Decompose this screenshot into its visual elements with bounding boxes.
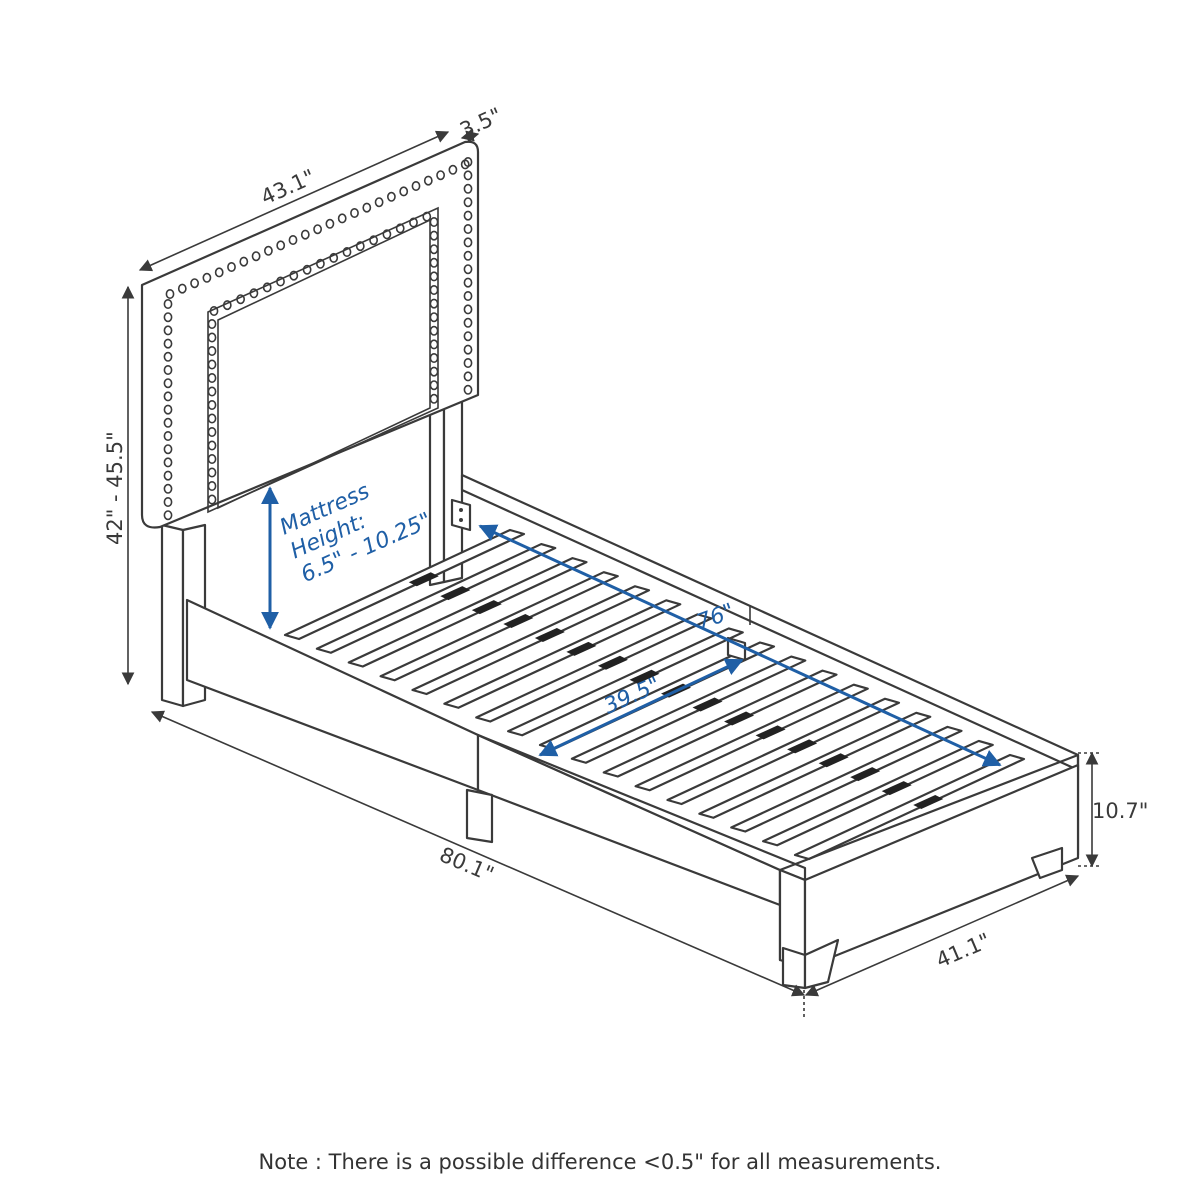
stud — [463, 197, 473, 208]
frame-height-label: 10.7" — [1092, 799, 1148, 823]
stud — [463, 264, 473, 275]
slat — [698, 711, 932, 819]
stud — [207, 345, 217, 356]
stud — [429, 325, 439, 336]
slat-gap-shadow — [440, 586, 471, 601]
stud — [429, 298, 439, 309]
stud — [236, 294, 245, 305]
headboard-depth-label: 3.5" — [456, 103, 505, 142]
stud — [207, 453, 217, 464]
stud — [207, 440, 217, 451]
stud — [463, 290, 473, 301]
stud — [177, 283, 187, 294]
slat — [730, 725, 963, 833]
blue-measurements — [261, 486, 1002, 767]
stud — [463, 170, 473, 181]
stud — [207, 426, 217, 437]
stud — [202, 272, 212, 283]
stud — [163, 404, 173, 415]
slat — [507, 627, 744, 737]
headboard-height-label: 42" - 45.5" — [103, 431, 127, 545]
stud — [163, 417, 173, 428]
stud — [429, 339, 439, 350]
stud — [207, 480, 217, 491]
slat — [347, 557, 588, 668]
stud — [463, 183, 473, 194]
stud — [429, 271, 439, 282]
slat-gap-shadow — [881, 781, 912, 796]
stud — [463, 304, 473, 315]
stud — [163, 298, 173, 309]
stud — [163, 430, 173, 441]
stud — [276, 276, 285, 287]
stud — [463, 371, 473, 382]
stud — [222, 300, 232, 311]
stud — [429, 393, 439, 404]
stud — [463, 250, 473, 261]
stud — [207, 318, 217, 329]
stud — [463, 224, 473, 235]
stud — [289, 270, 299, 281]
stud — [463, 277, 473, 288]
stud — [163, 391, 173, 402]
stud — [429, 352, 439, 363]
stud — [163, 457, 173, 468]
dimension-lines — [121, 128, 1102, 1020]
stud — [163, 338, 173, 349]
stud — [207, 494, 217, 505]
stud — [463, 384, 473, 395]
stud — [163, 378, 173, 389]
headboard-width-label: 43.1" — [257, 165, 318, 210]
stud — [207, 467, 217, 478]
slat-gap-shadow — [913, 795, 944, 809]
stud — [463, 317, 473, 328]
stud — [463, 331, 473, 342]
stud — [163, 470, 173, 481]
slat — [634, 683, 869, 792]
stud — [163, 444, 173, 455]
stud — [429, 312, 439, 323]
stud — [163, 351, 173, 362]
stud — [163, 496, 173, 507]
stud — [463, 357, 473, 368]
stud — [463, 210, 473, 221]
stud — [165, 288, 175, 299]
stud — [163, 364, 173, 375]
stud — [163, 312, 173, 323]
stud — [207, 372, 217, 383]
headboard — [140, 140, 480, 529]
slat — [411, 585, 651, 696]
stud — [463, 157, 473, 168]
slat-gap-shadow — [850, 767, 881, 782]
stud — [463, 344, 473, 355]
stud — [262, 282, 272, 293]
mattress-height-label: Mattress Height: 6.5" - 10.25" — [276, 479, 435, 588]
stud — [463, 237, 473, 248]
stud — [163, 483, 173, 494]
stud — [207, 332, 217, 343]
slat — [475, 613, 713, 723]
stud — [429, 366, 439, 377]
stud — [207, 359, 217, 370]
stud — [249, 288, 259, 299]
stud — [190, 278, 199, 289]
stud — [448, 164, 458, 175]
stud — [429, 380, 439, 391]
slat-gap-shadow — [408, 572, 439, 587]
slat — [666, 697, 901, 806]
stud — [163, 325, 173, 336]
stud — [207, 399, 217, 410]
stud — [163, 510, 173, 521]
stud — [209, 305, 219, 316]
measurement-note: Note : There is a possible difference <0… — [258, 1150, 942, 1174]
stud — [429, 284, 439, 295]
stud — [207, 386, 217, 397]
stud — [207, 413, 217, 424]
slat — [379, 571, 619, 682]
